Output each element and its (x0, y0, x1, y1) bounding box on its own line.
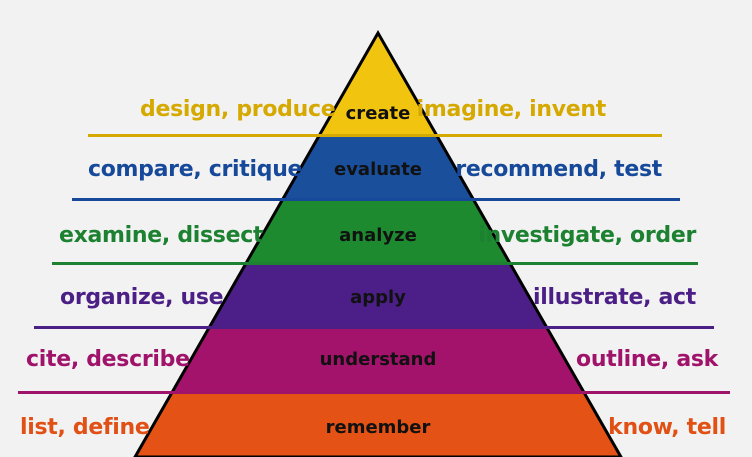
right-verbs: illustrate, act (533, 285, 696, 310)
level-name: understand (319, 349, 437, 370)
left-verbs: list, define (20, 415, 150, 440)
level-name: apply (350, 287, 406, 308)
level-rule (72, 198, 680, 201)
right-verbs: know, tell (608, 415, 726, 440)
level-name: evaluate (333, 159, 423, 180)
right-verbs: outline, ask (576, 347, 718, 372)
left-verbs: design, produce (140, 97, 336, 122)
left-verbs: examine, dissect (59, 223, 264, 248)
left-verbs: organize, use (60, 285, 224, 310)
left-verbs: compare, critique (88, 157, 303, 182)
right-verbs: imagine, invent (416, 97, 607, 122)
right-verbs: investigate, order (478, 223, 696, 248)
level-rule (88, 134, 662, 137)
level-rule (34, 326, 714, 329)
level-name: create (345, 103, 411, 124)
level-rule (52, 262, 698, 265)
level-rule (18, 391, 730, 394)
left-verbs: cite, describe (26, 347, 190, 372)
level-name: remember (325, 417, 431, 438)
right-verbs: recommend, test (455, 157, 662, 182)
level-name: analyze (339, 225, 417, 246)
